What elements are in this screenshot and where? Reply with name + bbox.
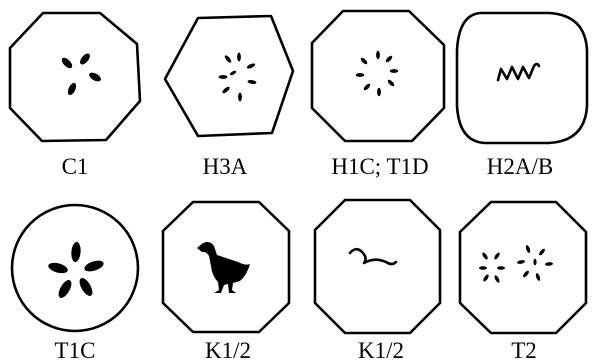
panel-label: K1/2 (358, 338, 404, 361)
panel-k12-wave: K1/2 (315, 200, 440, 361)
octagon-outline (312, 11, 444, 141)
circle-outline (12, 205, 138, 331)
dashed-ring (356, 51, 398, 96)
hexagon-outline (165, 16, 293, 136)
panel-label: T2 (511, 338, 537, 361)
bird-silhouette (197, 242, 250, 293)
octagon-outline (315, 200, 440, 333)
panel-t1c: T1C (12, 205, 138, 361)
panel-label: T1C (55, 338, 96, 361)
panel-label: C1 (62, 154, 89, 179)
panel-label: H2A/B (487, 154, 553, 179)
wavy-stroke (350, 249, 396, 264)
octagon-outline (460, 202, 586, 333)
octagon-outline (10, 13, 140, 141)
panel-label: K1/2 (205, 338, 251, 361)
panel-h2ab: H2A/B (457, 13, 587, 179)
panel-t2: T2 (460, 202, 586, 361)
panel-h3a: H3A (165, 16, 293, 179)
panel-label: H3A (203, 154, 248, 179)
radial-dash-ring (219, 53, 257, 102)
zigzag-squiggle (498, 64, 539, 80)
panel-k12-bird: K1/2 (163, 202, 289, 361)
paired-dash-stars (479, 245, 553, 284)
rounded-square-outline (457, 13, 587, 143)
five-petal-star (47, 242, 105, 300)
four-wedge-cluster (60, 52, 102, 96)
panel-label: H1C; T1D (331, 154, 428, 179)
panel-c1: C1 (10, 13, 140, 179)
panel-h1c-t1d: H1C; T1D (312, 11, 444, 179)
